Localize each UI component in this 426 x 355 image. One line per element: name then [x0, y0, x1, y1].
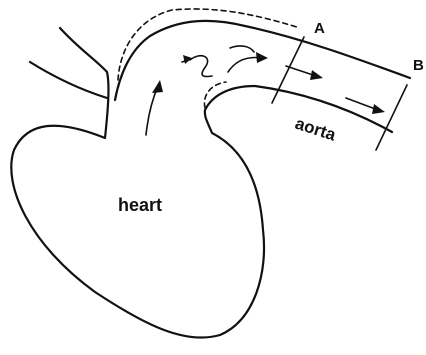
- flow-arrow-upward: [146, 86, 158, 135]
- left-vessel-stub: [30, 62, 107, 98]
- section-line-b: [376, 85, 407, 150]
- label-b: B: [413, 57, 424, 74]
- aorta-dashed-upper-wall: [118, 9, 300, 80]
- aorta-flow-arrow-1-head: [310, 70, 323, 80]
- flow-arrow-upward-head: [152, 80, 163, 93]
- label-aorta: aorta: [293, 114, 339, 145]
- flow-swirl-small: [230, 46, 254, 52]
- aorta-flow-arrow-2-head: [372, 104, 385, 114]
- flow-swirl: [190, 56, 212, 77]
- label-heart: heart: [118, 195, 162, 215]
- label-a: A: [314, 20, 325, 37]
- flow-arrow-curved-head: [256, 52, 268, 63]
